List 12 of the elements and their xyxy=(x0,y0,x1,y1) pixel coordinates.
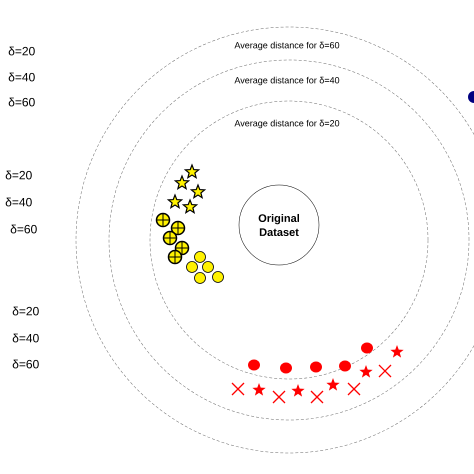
legend-label: δ=40 xyxy=(6,198,32,206)
legend-label: δ=20 xyxy=(8,46,35,56)
circle-label: Average distance for δ=20 xyxy=(233,118,341,130)
legend-label: δ=60 xyxy=(8,98,35,106)
legend-label: δ=60 xyxy=(12,360,39,368)
legend-label: δ=40 xyxy=(12,334,39,342)
legend-label: δ=60 xyxy=(10,224,37,234)
legend-label: δ=20 xyxy=(6,170,32,180)
legend-label: δ=40 xyxy=(8,72,35,82)
circle-label: Average distance for δ=60 xyxy=(233,40,341,52)
circle-label: Average distance for δ=40 xyxy=(233,76,341,86)
legend-label: δ=20 xyxy=(12,306,39,316)
